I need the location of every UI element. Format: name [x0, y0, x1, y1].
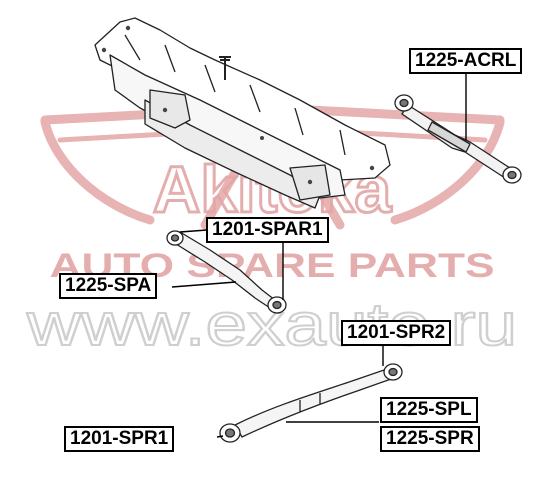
part-label-1201-spr2[interactable]: 1201-SPR2 — [341, 320, 452, 346]
trailing-arm — [166, 230, 287, 314]
part-label-1225-spr[interactable]: 1225-SPR — [380, 426, 480, 452]
part-label-1225-acrl[interactable]: 1225-ACRL — [409, 48, 523, 74]
lower-spring-arm — [219, 363, 403, 443]
part-label-1201-spar1[interactable]: 1201-SPAR1 — [206, 217, 329, 243]
part-label-1201-spr1[interactable]: 1201-SPR1 — [64, 426, 175, 452]
part-label-1225-spa[interactable]: 1225-SPA — [59, 273, 158, 299]
part-label-1225-spl[interactable]: 1225-SPL — [380, 397, 478, 423]
subframe-detail-holes — [101, 25, 375, 185]
upper-control-arm — [394, 94, 522, 184]
subframe-crossmember — [94, 17, 391, 209]
